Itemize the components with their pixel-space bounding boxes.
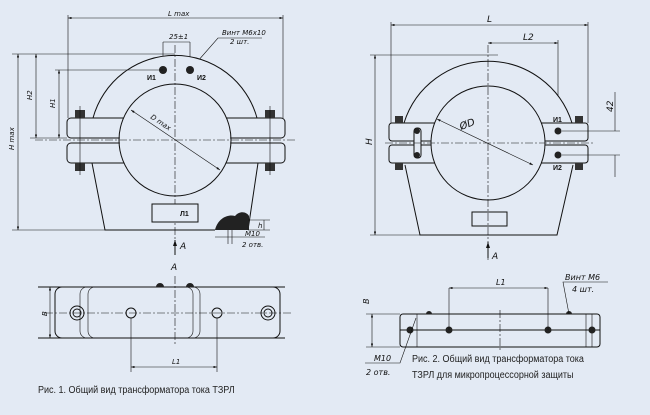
figure2-front-view: L L2 И1 И2 ØD H 42 A [365,15,620,262]
figure2-caption-line2: ТЗРЛ для микропроцессорной защиты [412,370,574,381]
screw-note-2: 2 шт. [230,38,249,46]
dim-42: 42 [606,100,616,112]
terminal-i2-icon [554,151,562,159]
dim-h: h [258,222,262,230]
screw-note-1: Винт М6 [565,273,600,282]
screw-note-1: Винт М6х10 [222,29,266,37]
terminal-screw-icon [156,283,194,287]
screw-note-2: 4 шт. [572,285,594,294]
dim-h2: H2 [26,90,34,100]
terminal-i1: И1 [553,117,562,124]
hole-note-1: М10 [374,354,391,363]
figure2-view-a: L1 B Винт М6 4 шт. М10 2 отв. [362,273,608,377]
dim-l1: L1 [496,278,506,287]
dim-h-max: H max [8,126,16,150]
bolt-icon [75,106,275,175]
figure1-front-view: L max 25±1 Винт М6х10 2 шт. И1 И2 D max … [8,10,295,255]
terminal-i1-icon [554,127,562,135]
figure1-caption: Рис. 1. Общий вид трансформатора тока ТЗ… [38,385,235,396]
mounting-hole-section [215,212,249,230]
hole-note-1: М10 [245,230,260,238]
terminal-i1: И1 [147,75,156,82]
view-arrow-label: A [491,252,498,262]
dim-l1: L1 [172,358,180,366]
terminal-screw-icon [186,66,194,74]
figure2-caption-line1: Рис. 2. Общий вид трансформатора тока [412,354,584,365]
terminal-i2: И2 [197,75,206,82]
terminal-i2: И2 [553,165,562,172]
plate-label: Л1 [180,211,189,218]
view-arrow-label: A [179,242,186,252]
dim-d: ØD [457,116,477,133]
dim-l2: L2 [523,33,534,43]
view-a-title: A [170,263,177,273]
dim-h: H [365,138,375,145]
dim-l: L [487,15,492,25]
dim-b: B [362,299,371,305]
nut-icon [69,305,276,321]
hole-note-2: 2 отв. [242,241,263,249]
figure1-view-a: A B L1 [38,263,292,372]
hole-note-2: 2 отв. [366,368,390,377]
dim-l-max: L max [168,10,190,18]
dim-h1: H1 [49,98,57,108]
dim-spacing: 25±1 [169,33,188,41]
dim-b: B [41,311,49,316]
